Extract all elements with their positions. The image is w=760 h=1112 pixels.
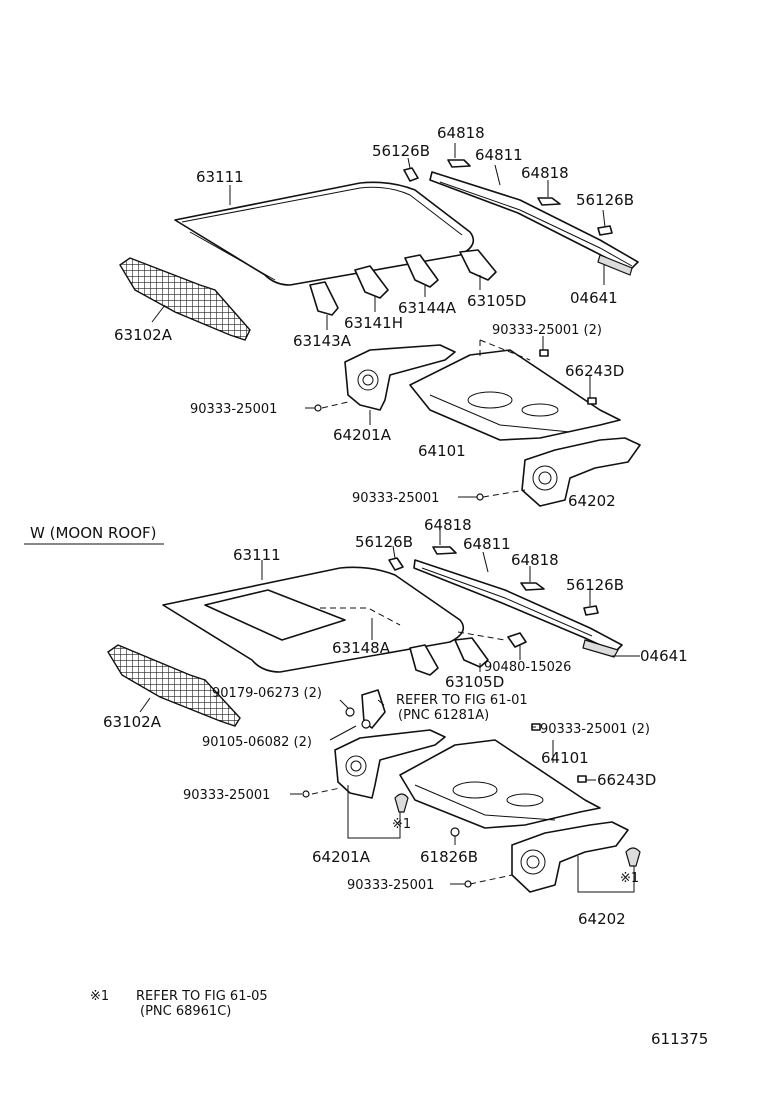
retainer-90480: [507, 632, 527, 648]
label-lower-56126b-b: 56126B: [566, 576, 624, 594]
footnote-line1: REFER TO FIG 61-05: [136, 989, 268, 1004]
bracket-64201a: [344, 344, 456, 411]
clip-56126b-b: [597, 225, 613, 236]
clip-56126b-top: [388, 557, 404, 571]
bow-63148a: [409, 644, 439, 676]
label-lower-63105d: 63105D: [445, 673, 504, 691]
label-upper-64201a: 64201A: [333, 426, 392, 444]
moonroof-panel-part: [162, 566, 465, 673]
package-tray-64101: [399, 739, 601, 829]
label-lower-90480: 90480-15026: [484, 660, 571, 675]
footnote-mark: ※1: [90, 989, 109, 1004]
label-upper-63144a: 63144A: [398, 299, 457, 317]
bow-63105d: [454, 637, 489, 668]
bracket-64202: [521, 437, 641, 507]
bolt-icon: [476, 493, 484, 501]
label-lower-bolt-90333-left: 90333-25001: [183, 788, 270, 803]
bolt-icon: [345, 707, 355, 717]
label-lower-90105: 90105-06082 (2): [202, 735, 312, 750]
clip-56126b-top: [403, 167, 419, 182]
upper-assembly: [119, 143, 641, 507]
label-upper-56126b-top: 56126B: [372, 142, 430, 160]
label-upper-66243d: 66243D: [565, 362, 624, 380]
label-lower-56126b-top: 56126B: [355, 533, 413, 551]
label-upper-bolt-90333-left: 90333-25001: [190, 402, 277, 417]
clip-56126b-b: [583, 605, 599, 616]
label-upper-63143a: 63143A: [293, 332, 352, 350]
moonroof-rail-part: [413, 559, 623, 658]
label-lower-64818-top: 64818: [424, 516, 472, 534]
label-lower-64101: 64101: [541, 749, 589, 767]
grommet-icon: [625, 847, 641, 867]
label-lower-66243d: 66243D: [597, 771, 656, 789]
label-lower-64202: 64202: [578, 910, 626, 928]
clip-64818-top: [432, 546, 457, 555]
label-upper-04641: 04641: [570, 289, 618, 307]
section-title: W (MOON ROOF): [30, 524, 157, 542]
label-lower-note-mark-a: ※1: [392, 817, 411, 832]
figure-number: 611375: [651, 1030, 708, 1048]
clip-66243d: [587, 397, 597, 405]
bracket-61281a-ref: [361, 689, 386, 729]
clip-64818-b: [537, 197, 561, 206]
label-lower-bolt-90333-bottom: 90333-25001: [347, 878, 434, 893]
label-upper-bolt-90333-2: 90333-25001 (2): [492, 323, 602, 338]
bolt-icon: [361, 719, 371, 729]
label-lower-63102a: 63102A: [103, 713, 162, 731]
label-lower-pnc-61281a: (PNC 61281A): [398, 708, 489, 723]
label-lower-bolt-90333-2: 90333-25001 (2): [540, 722, 650, 737]
label-lower-64811: 64811: [463, 535, 511, 553]
roof-panel-part: [174, 181, 475, 286]
bolt-icon: [302, 790, 310, 798]
label-lower-64201a: 64201A: [312, 848, 371, 866]
grommet-icon: [394, 793, 409, 813]
package-tray-64101: [409, 349, 621, 441]
label-upper-63111: 63111: [196, 168, 244, 186]
front-header-63102a: [107, 644, 241, 727]
label-lower-64818-b: 64818: [511, 551, 559, 569]
clip-64818-b: [520, 582, 545, 591]
bow-63141h: [354, 265, 389, 299]
label-upper-64818-top: 64818: [437, 124, 485, 142]
roof-rail-part: [429, 171, 639, 276]
label-lower-90179: 90179-06273 (2): [212, 686, 322, 701]
label-lower-63111: 63111: [233, 546, 281, 564]
label-lower-61826b: 61826B: [420, 848, 478, 866]
label-upper-63141h: 63141H: [344, 314, 403, 332]
bracket-64202: [511, 821, 629, 893]
label-upper-64101: 64101: [418, 442, 466, 460]
clip-64818-top: [447, 159, 471, 168]
label-upper-56126b-b: 56126B: [576, 191, 634, 209]
label-lower-63148a: 63148A: [332, 639, 391, 657]
clip-66243d: [577, 775, 587, 783]
lower-assembly: [107, 530, 641, 893]
label-lower-note-mark-b: ※1: [620, 871, 639, 886]
bracket-64201a: [334, 729, 446, 799]
bolt-icon: [314, 404, 322, 412]
bow-63105d: [459, 249, 497, 281]
nut-icon: [539, 349, 549, 357]
bow-63144a: [404, 254, 439, 288]
label-upper-64811: 64811: [475, 146, 523, 164]
label-upper-63105d: 63105D: [467, 292, 526, 310]
label-upper-bolt-90333-bottom: 90333-25001: [352, 491, 439, 506]
label-upper-64202: 64202: [568, 492, 616, 510]
label-upper-64818-b: 64818: [521, 164, 569, 182]
label-lower-04641: 04641: [640, 647, 688, 665]
front-header-63102a: [119, 257, 251, 341]
bow-63143a: [309, 281, 339, 316]
label-upper-63102a: 63102A: [114, 326, 173, 344]
footnote-line2: (PNC 68961C): [140, 1004, 231, 1019]
label-lower-refer-61-01: REFER TO FIG 61-01: [396, 693, 528, 708]
plug-61826b: [450, 827, 460, 837]
